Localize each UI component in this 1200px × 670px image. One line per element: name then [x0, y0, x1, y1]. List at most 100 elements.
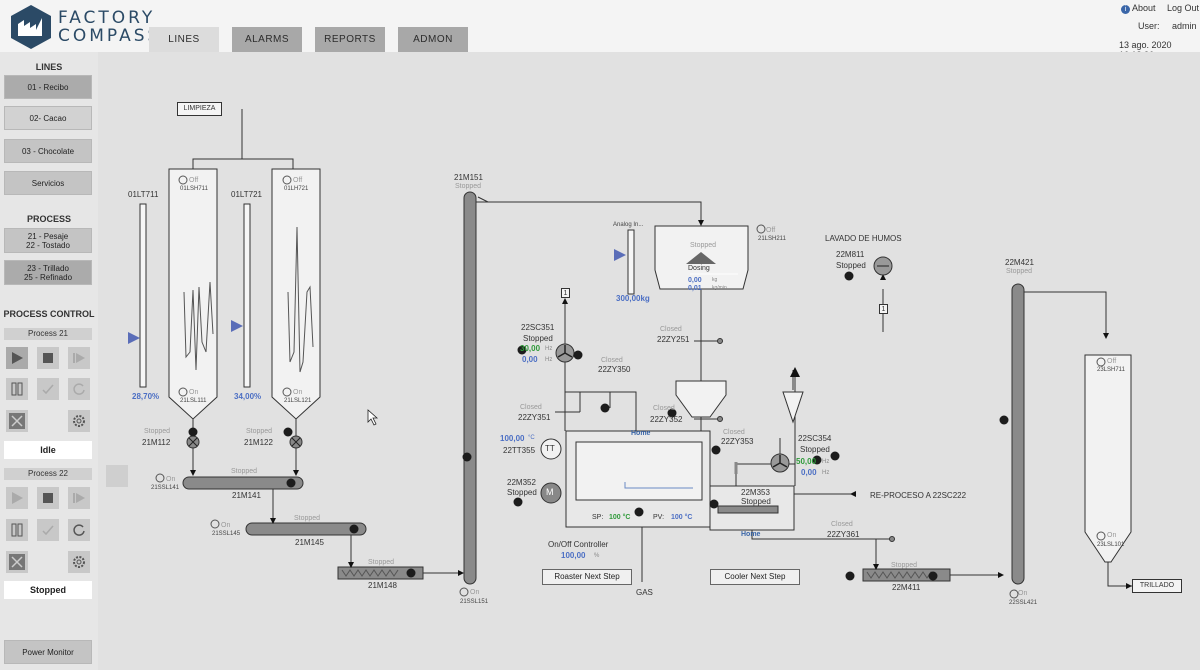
stop-icon: [43, 353, 53, 363]
status-21m151: Stopped: [455, 183, 482, 190]
check-button[interactable]: [37, 378, 59, 400]
level-gauge-711: [139, 203, 147, 388]
label-21ssl141: 21SSL141: [151, 485, 180, 491]
status-22zy351: Closed: [520, 404, 542, 411]
lines-heading: LINES: [35, 62, 63, 72]
status-on-2: On: [293, 389, 303, 396]
line-cacao-button[interactable]: 02- Cacao: [4, 106, 92, 130]
pause-icon: [11, 523, 23, 537]
stop-button[interactable]: [37, 347, 59, 369]
pv-label: PV:: [653, 514, 665, 521]
pause-button-22[interactable]: [6, 519, 28, 541]
status-22sc351: Stopped: [523, 334, 553, 343]
next-button[interactable]: [68, 347, 90, 369]
tab-alarms[interactable]: ALARMS: [232, 27, 302, 52]
user-name: admin: [1172, 21, 1197, 31]
status-on-23: On: [1107, 532, 1117, 539]
tab-reports[interactable]: REPORTS: [315, 27, 385, 52]
play-button-22[interactable]: [6, 487, 28, 509]
elevator-21m151: [463, 191, 477, 585]
label-21ssl145: 21SSL145: [212, 531, 241, 537]
label-22ssl421: 22SSL421: [1009, 600, 1038, 606]
status-on-421: On: [1018, 590, 1028, 597]
process-22-header: Process 22: [4, 468, 92, 480]
logout-link[interactable]: Log Out: [1167, 3, 1200, 13]
about-link[interactable]: i About: [1121, 3, 1156, 14]
process-23-25-button[interactable]: 23 - Trillado 25 - Refinado: [4, 260, 92, 285]
22sc351-value-1: 30,00: [520, 344, 541, 353]
status-22m353: Stopped: [741, 497, 771, 506]
status-22zy353: Closed: [723, 429, 745, 436]
label-01lh721: 01LH721: [284, 186, 309, 192]
onoff-controller-label[interactable]: On/Off Controller: [548, 540, 609, 549]
label-22zy361: 22ZY361: [827, 530, 860, 539]
reset-button[interactable]: [68, 378, 90, 400]
22tt355-unit: °C: [528, 435, 535, 441]
elevator-22m421: [1011, 283, 1025, 585]
gear-icon: [73, 415, 85, 427]
cancel-icon: [9, 413, 25, 429]
check-button-22[interactable]: [37, 519, 59, 541]
pause-button[interactable]: [6, 378, 28, 400]
label-21m148: 21M148: [368, 581, 397, 590]
reproceso-label: RE-PROCESO A 22SC222: [870, 491, 967, 500]
stop-button-22[interactable]: [37, 487, 59, 509]
reset-button-22[interactable]: [68, 519, 90, 541]
label-01lt711: 01LT711: [128, 190, 159, 199]
label-21m151: 21M151: [454, 173, 483, 182]
status-21m112: Stopped: [144, 428, 171, 435]
process-diagram: LIMPIEZA 01LT711 01LT721 Off 01LSH711 Of…: [98, 52, 1200, 670]
status-22m421: Stopped: [1006, 268, 1033, 275]
brand-line2: COMPASS: [58, 26, 162, 46]
line-servicios-button[interactable]: Servicios: [4, 171, 92, 195]
tab-lines[interactable]: LINES: [149, 27, 219, 52]
label-21m112: 21M112: [142, 438, 171, 447]
sensor-22tt355: [540, 438, 562, 460]
settings-button-22[interactable]: [68, 551, 90, 573]
22tt355-value: 100,00: [500, 434, 525, 443]
label-21lsl111: 21LSL111: [180, 398, 207, 404]
status-off-211: Off: [766, 227, 776, 234]
dosing-unit-2: kg/min: [712, 285, 727, 291]
cancel-button[interactable]: [6, 410, 28, 432]
analog-value: 300,00kg: [616, 294, 650, 303]
process-21-22-button[interactable]: 21 - Pesaje 22 - Tostado: [4, 228, 92, 253]
22sc351-unit-2: Hz: [545, 357, 553, 363]
label-21m122: 21M122: [244, 438, 273, 447]
process-25-label: 25 - Refinado: [23, 272, 73, 282]
silo-23lsh711: [1084, 354, 1132, 563]
status-22zy251: Closed: [660, 326, 682, 333]
rotary-valve-21m112: [186, 435, 200, 449]
status-21m141: Stopped: [231, 468, 258, 475]
fan-22m811: [873, 256, 893, 276]
diagram-graphics: [128, 109, 1132, 599]
status-off-2: Off: [293, 177, 303, 184]
tab-admon[interactable]: ADMON: [398, 27, 468, 52]
cooler-home: Home: [741, 531, 761, 538]
settings-button[interactable]: [68, 410, 90, 432]
onoff-value: 100,00: [561, 551, 586, 560]
label-21ssl151: 21SSL151: [460, 599, 489, 605]
brand-line1: FACTORY: [58, 8, 156, 28]
status-22zy361: Closed: [831, 521, 853, 528]
sp-label: SP:: [592, 514, 604, 521]
22sc354-value-1: 50,00: [796, 457, 817, 466]
status-on-151: On: [470, 589, 480, 596]
cooler-next-step-button[interactable]: Cooler Next Step: [710, 569, 800, 585]
level-value-721: 34,00%: [234, 392, 262, 401]
level-value-711: 28,70%: [132, 392, 160, 401]
label-22m421: 22M421: [1005, 258, 1034, 267]
fan-22sc354: [770, 453, 790, 473]
label-22m811: 22M811: [836, 250, 865, 259]
status-22sc354: Stopped: [800, 445, 830, 454]
cancel-button-22[interactable]: [6, 551, 28, 573]
line-recibo-button[interactable]: 01 - Recibo: [4, 75, 92, 99]
line-chocolate-button[interactable]: 03 - Chocolate: [4, 139, 92, 163]
next-button-22[interactable]: [68, 487, 90, 509]
label-22tt355: 22TT355: [503, 446, 536, 455]
play-button[interactable]: [6, 347, 28, 369]
label-21m145: 21M145: [295, 538, 324, 547]
power-monitor-button[interactable]: Power Monitor: [4, 640, 92, 664]
roaster-next-step-button[interactable]: Roaster Next Step: [542, 569, 632, 585]
status-22m811: Stopped: [836, 261, 866, 270]
